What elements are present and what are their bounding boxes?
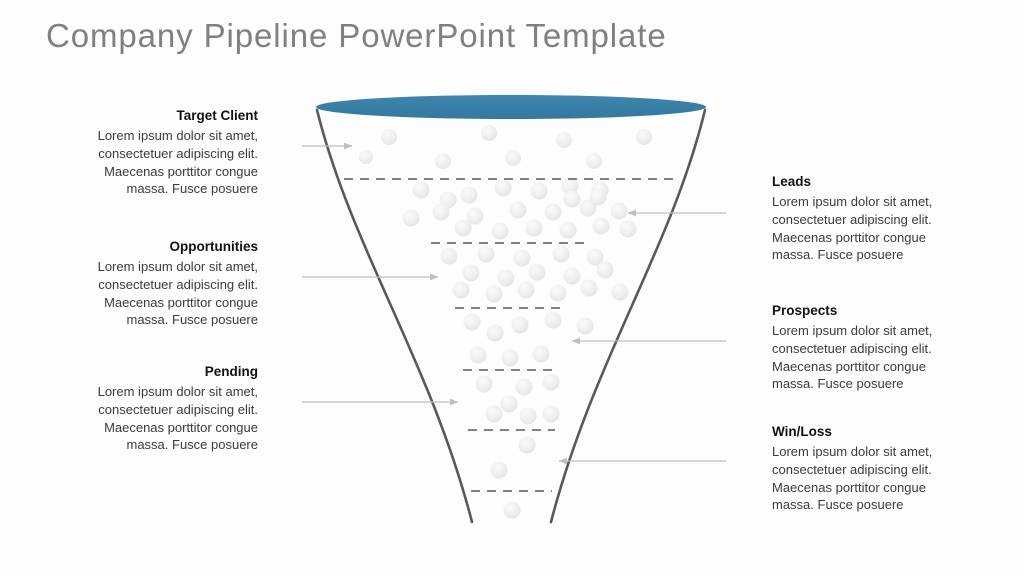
- callout-prospects[interactable]: Prospects Lorem ipsum dolor sit amet, co…: [772, 303, 968, 393]
- page-title: Company Pipeline PowerPoint Template: [46, 17, 667, 54]
- funnel-wall-left: [315, 108, 474, 524]
- callout-body-pending: Lorem ipsum dolor sit amet, consectetuer…: [97, 384, 258, 453]
- callout-body-leads: Lorem ipsum dolor sit amet, consectetuer…: [772, 194, 933, 263]
- funnel-body: [317, 110, 705, 522]
- callout-title-pending: Pending: [204, 364, 258, 379]
- funnel-wall-right: [549, 108, 707, 524]
- funnel-dividers: [344, 178, 678, 492]
- callout-body-winloss: Lorem ipsum dolor sit amet, consectetuer…: [772, 444, 933, 513]
- callout-body-target-client: Lorem ipsum dolor sit amet, consectetuer…: [97, 128, 258, 197]
- callout-body-opportunities: Lorem ipsum dolor sit amet, consectetuer…: [97, 259, 258, 328]
- callout-pending[interactable]: Pending Lorem ipsum dolor sit amet, cons…: [62, 364, 258, 454]
- callout-title-prospects: Prospects: [772, 303, 838, 318]
- connector-arrows-right: [558, 209, 726, 465]
- funnel-top-ellipse: [316, 95, 706, 119]
- connector-arrows-left: [302, 142, 459, 406]
- callout-title-opportunities: Opportunities: [169, 239, 259, 254]
- callout-title-target-client: Target Client: [176, 108, 258, 123]
- callout-leads[interactable]: Leads Lorem ipsum dolor sit amet, consec…: [772, 174, 968, 264]
- callout-title-winloss: Win/Loss: [772, 424, 832, 439]
- callout-body-prospects: Lorem ipsum dolor sit amet, consectetuer…: [772, 323, 933, 392]
- callout-opportunities[interactable]: Opportunities Lorem ipsum dolor sit amet…: [62, 239, 258, 329]
- funnel-balls-group: [359, 125, 652, 519]
- callout-title-leads: Leads: [772, 174, 812, 189]
- callout-target-client[interactable]: Target Client Lorem ipsum dolor sit amet…: [62, 108, 258, 198]
- callout-winloss[interactable]: Win/Loss Lorem ipsum dolor sit amet, con…: [772, 424, 968, 514]
